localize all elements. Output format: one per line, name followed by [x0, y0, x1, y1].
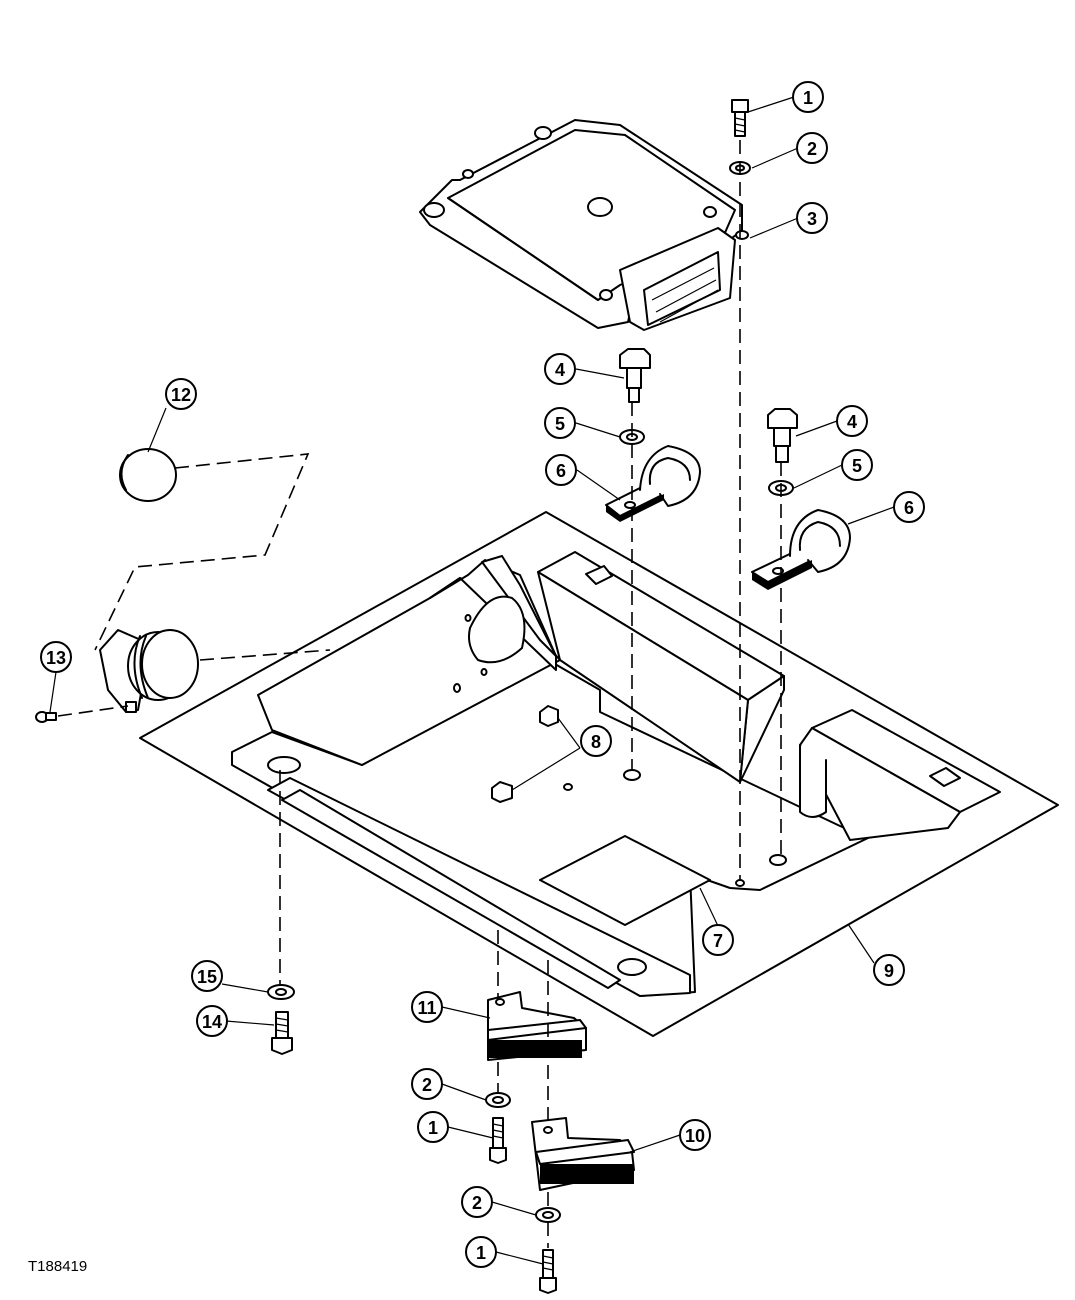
- washer-lower-left: [267, 984, 295, 1000]
- assembly-lines: [57, 140, 782, 1248]
- callout-4-left: 4: [544, 353, 576, 385]
- svg-text:4: 4: [847, 412, 857, 432]
- svg-text:2: 2: [807, 139, 817, 159]
- buzzer: [99, 629, 199, 713]
- callout-5-right: 5: [841, 449, 873, 481]
- svg-text:1: 1: [476, 1243, 486, 1263]
- clamp-right: [751, 509, 851, 590]
- callout-1-middle: 1: [417, 1111, 449, 1143]
- callout-14: 14: [196, 1005, 228, 1037]
- bolt-bottom-2: [539, 1249, 557, 1294]
- svg-text:15: 15: [197, 967, 217, 987]
- bolt-bottom-1: [489, 1117, 507, 1164]
- callout-4-right: 4: [836, 405, 868, 437]
- callout-2-bottom: 2: [461, 1186, 493, 1218]
- svg-text:2: 2: [472, 1193, 482, 1213]
- svg-text:14: 14: [202, 1012, 222, 1032]
- svg-text:6: 6: [904, 498, 914, 518]
- svg-text:12: 12: [171, 385, 191, 405]
- callout-7: 7: [702, 924, 734, 956]
- callout-6-right: 6: [893, 491, 925, 523]
- mounting-bracket: [231, 551, 1001, 997]
- washer-bottom-1: [485, 1092, 511, 1108]
- bolt-top: [731, 99, 749, 137]
- svg-text:1: 1: [428, 1118, 438, 1138]
- switch-11: [487, 991, 587, 1061]
- switch-10: [531, 1117, 635, 1191]
- callout-2-middle: 2: [411, 1068, 443, 1100]
- bolt-right: [767, 408, 798, 463]
- cap: [119, 448, 177, 502]
- svg-text:8: 8: [591, 732, 601, 752]
- figure-id: T188419: [28, 1258, 88, 1275]
- svg-text:5: 5: [555, 414, 565, 434]
- svg-text:6: 6: [556, 461, 566, 481]
- callout-15: 15: [191, 960, 223, 992]
- svg-text:11: 11: [417, 998, 436, 1018]
- screw-small: [35, 711, 57, 723]
- svg-text:7: 7: [713, 931, 723, 951]
- callout-12: 12: [165, 378, 197, 410]
- nut-lower: [491, 781, 513, 803]
- callout-5-left: 5: [544, 407, 576, 439]
- bolt-left: [619, 348, 651, 403]
- svg-text:4: 4: [555, 360, 565, 380]
- control-module: [419, 119, 749, 331]
- nut-upper: [539, 705, 559, 727]
- svg-text:1: 1: [803, 88, 813, 108]
- callout-8: 8: [580, 725, 612, 757]
- washer-bottom-2: [535, 1207, 561, 1223]
- svg-text:5: 5: [852, 456, 862, 476]
- callout-6-left: 6: [545, 454, 577, 486]
- svg-text:9: 9: [884, 961, 894, 981]
- callout-3: 3: [796, 202, 828, 234]
- svg-text:10: 10: [685, 1126, 705, 1146]
- callout-2-top: 2: [796, 132, 828, 164]
- bolt-lower-left: [271, 1011, 293, 1055]
- svg-text:3: 3: [807, 209, 817, 229]
- callout-9: 9: [873, 954, 905, 986]
- callout-11: 11: [411, 991, 443, 1023]
- callout-10: 10: [679, 1119, 711, 1151]
- callout-1-bottom: 1: [465, 1236, 497, 1268]
- svg-text:13: 13: [46, 648, 66, 668]
- callout-13: 13: [40, 641, 72, 673]
- leader-lines: [49, 96, 895, 1265]
- callout-1-top: 1: [792, 81, 824, 113]
- svg-text:2: 2: [422, 1075, 432, 1095]
- clamp-left: [605, 445, 701, 522]
